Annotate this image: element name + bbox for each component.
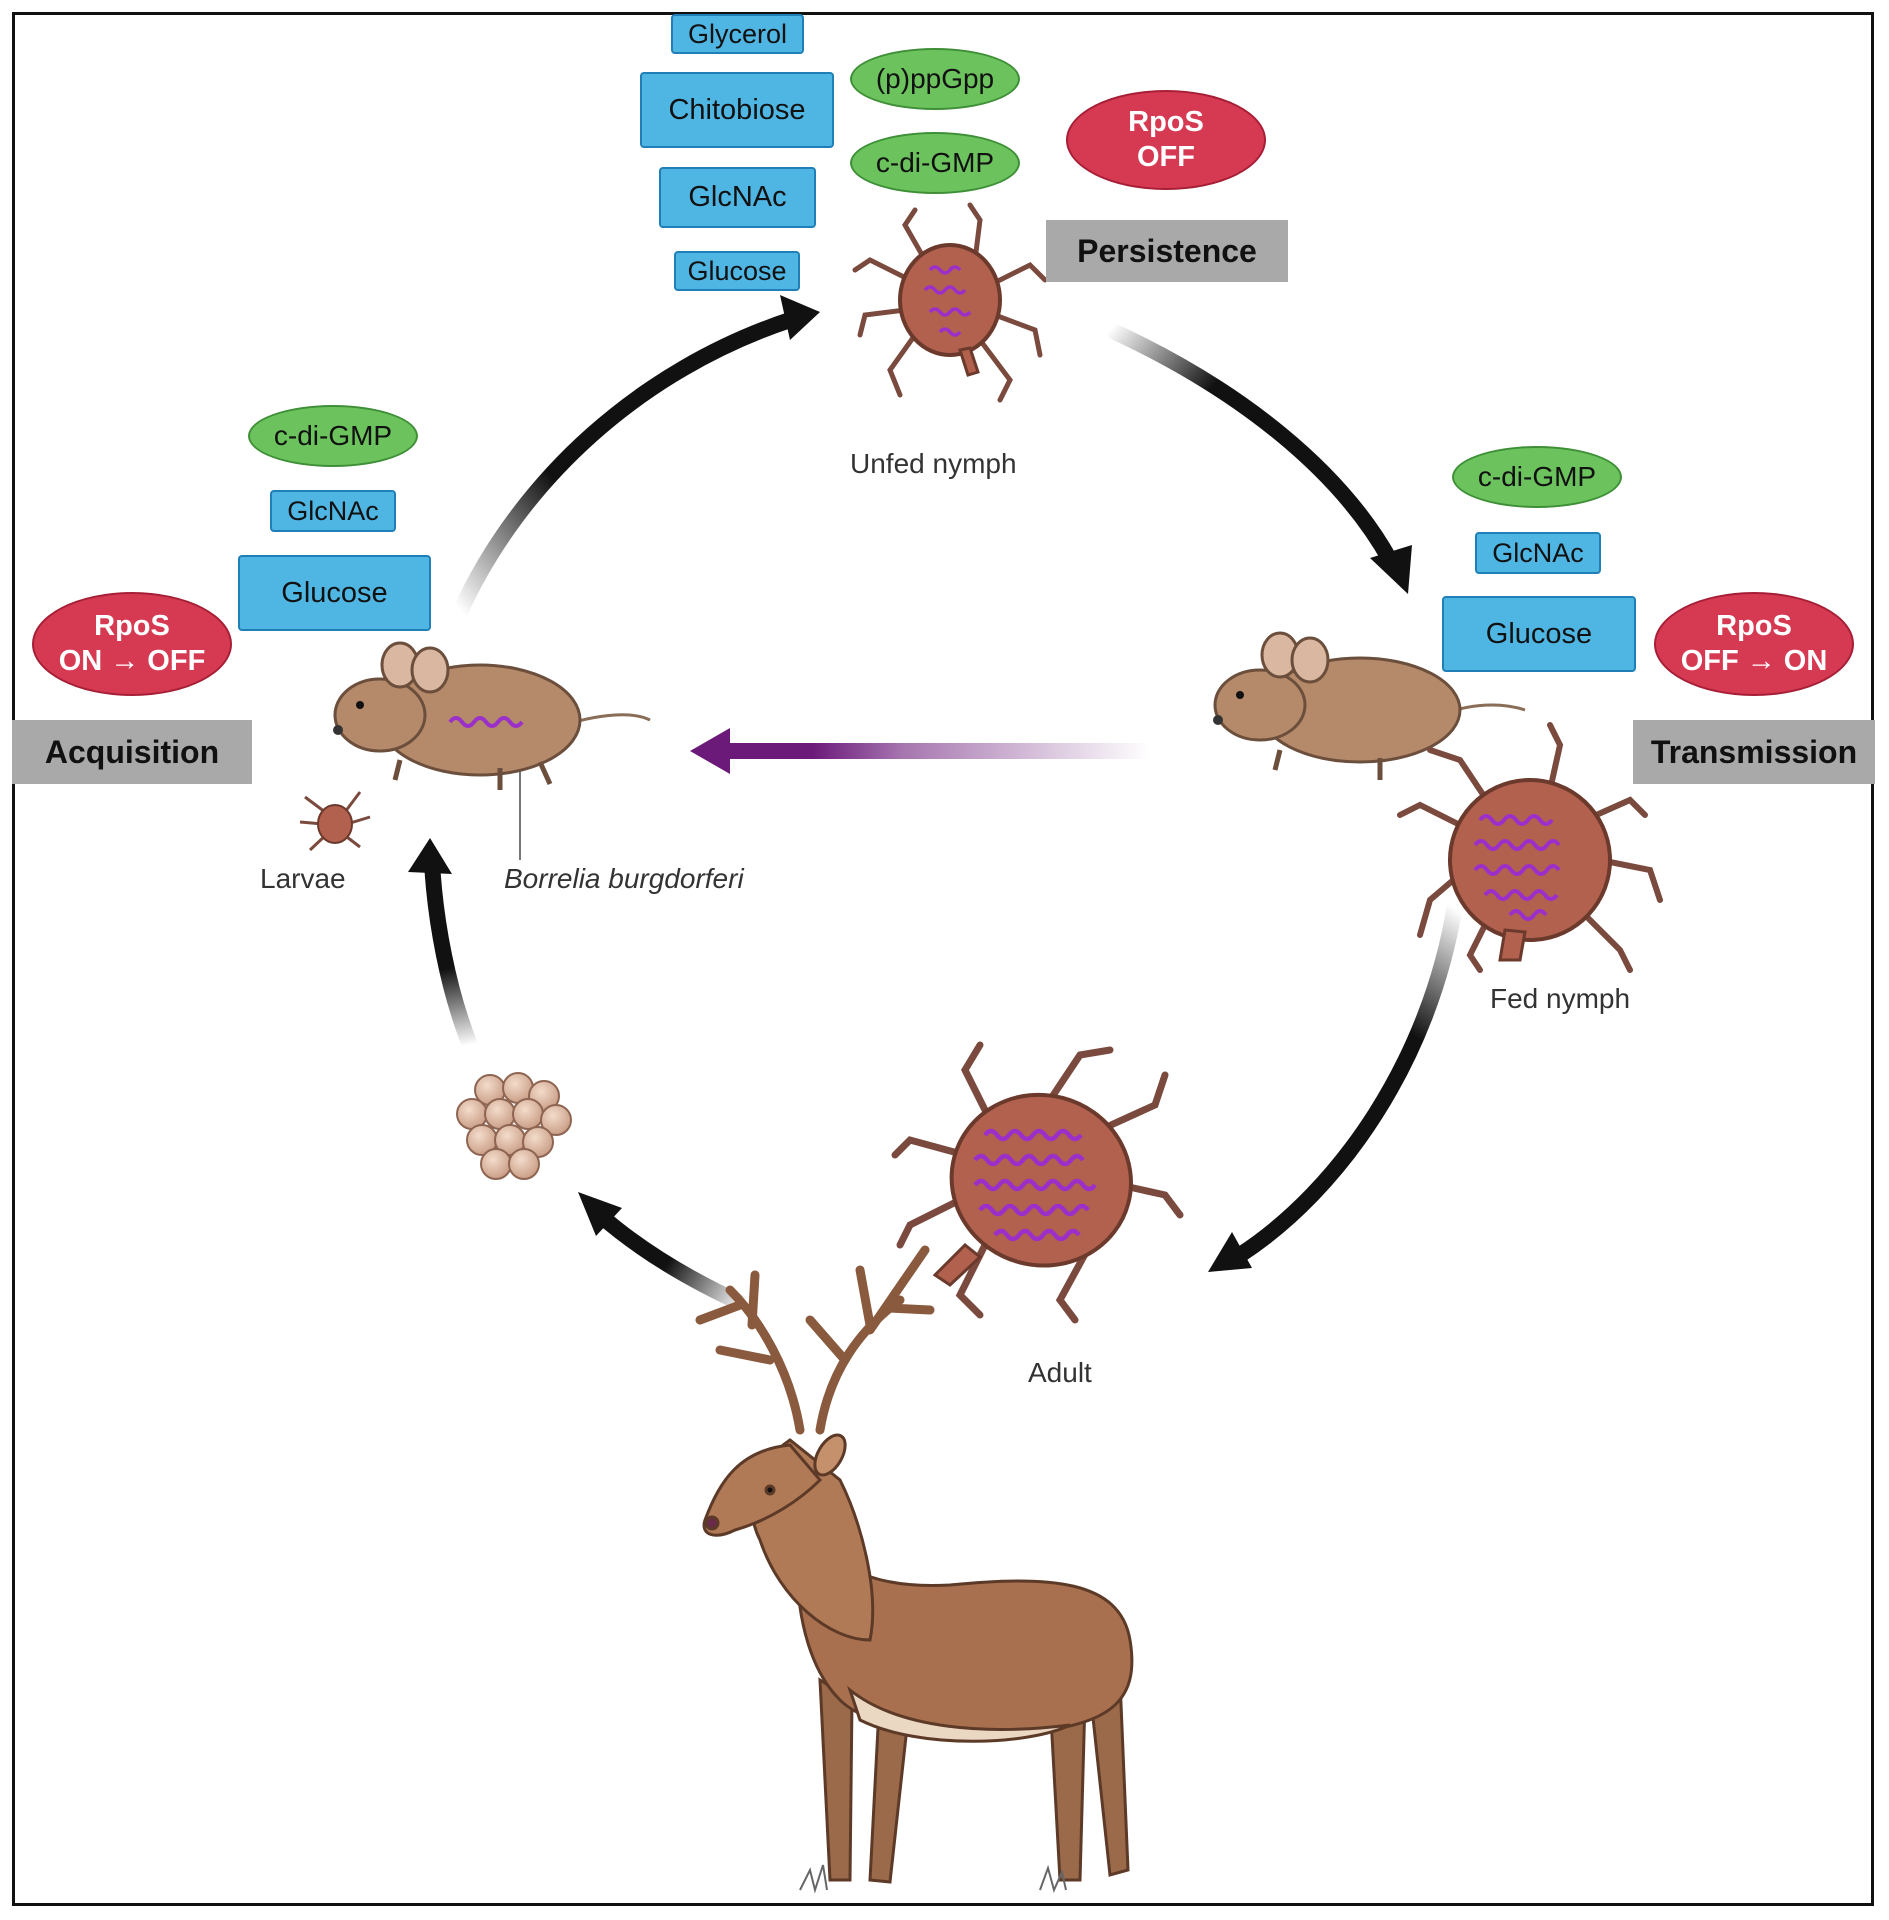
figure-frame — [12, 12, 1874, 1906]
rpos-state: ON → OFF — [58, 645, 206, 677]
molecule-glucose-transmission: Glucose — [1442, 596, 1636, 672]
arrow-fed-nymph-to-adult — [1232, 897, 1463, 1263]
arrow-head-to-adult — [1208, 1232, 1252, 1272]
egg-cluster — [456, 1072, 572, 1180]
label-adult: Adult — [1028, 1357, 1092, 1388]
molecule-glcnac-acquisition: GlcNAc — [270, 490, 396, 532]
arrow-larvae-to-unfed-nymph — [452, 312, 798, 620]
transfer-arrow-shaft — [725, 743, 1160, 759]
stage-transmission: Transmission — [1633, 720, 1875, 784]
molecule-glucose-acquisition: Glucose — [238, 555, 431, 631]
molecule-c-di-gmp-persistence: c-di-GMP — [850, 132, 1020, 194]
rpos-off-badge: RpoS OFF — [1066, 90, 1266, 190]
rpos-label: RpoS — [1716, 610, 1792, 643]
adult-tick — [891, 1041, 1184, 1324]
molecule-glcnac: GlcNAc — [659, 167, 816, 228]
deer — [695, 1245, 1134, 1894]
molecule-glucose: Glucose — [674, 251, 800, 291]
acquisition-mouse — [333, 641, 651, 790]
arrow-unfed-to-fed-nymph — [1107, 324, 1398, 568]
molecule-glcnac-transmission: GlcNAc — [1475, 532, 1601, 574]
rpos-off-on-badge: RpoS OFF → ON — [1654, 592, 1854, 696]
arrow-head-to-eggs — [578, 1192, 622, 1236]
stage-acquisition: Acquisition — [12, 720, 252, 784]
molecule-chitobiose: Chitobiose — [640, 72, 834, 148]
stage-persistence: Persistence — [1046, 220, 1288, 282]
label-unfed-nymph: Unfed nymph — [850, 448, 1017, 479]
rpos-on-off-badge: RpoS ON → OFF — [32, 592, 232, 696]
transmission-mouse — [1213, 631, 1526, 780]
arrow-head-to-fed-nymph — [1370, 545, 1412, 594]
label-larvae: Larvae — [260, 863, 346, 894]
arrow-head-to-unfed-nymph — [780, 295, 820, 340]
rpos-state: OFF — [1137, 141, 1195, 173]
molecule-ppgpp: (p)ppGpp — [850, 48, 1020, 110]
molecule-c-di-gmp-acquisition: c-di-GMP — [248, 405, 418, 467]
rpos-label: RpoS — [94, 610, 170, 643]
unfed-nymph-tick — [852, 202, 1048, 403]
label-fed-nymph: Fed nymph — [1490, 983, 1631, 1014]
rpos-label: RpoS — [1128, 106, 1204, 139]
fed-nymph-tick — [1397, 722, 1663, 973]
arrow-eggs-to-larvae — [424, 854, 478, 1053]
transfer-arrow-head — [690, 728, 730, 774]
molecule-glycerol: Glycerol — [671, 14, 804, 54]
arrow-head-to-larvae — [408, 838, 452, 874]
cycle-arrows — [408, 295, 1463, 1313]
rpos-state: OFF → ON — [1680, 645, 1828, 677]
larva-tick — [299, 791, 371, 852]
arrow-adult-to-eggs — [592, 1207, 753, 1313]
molecule-c-di-gmp-transmission: c-di-GMP — [1452, 446, 1622, 508]
label-borrelia-burgdorferi: Borrelia burgdorferi — [504, 863, 744, 894]
